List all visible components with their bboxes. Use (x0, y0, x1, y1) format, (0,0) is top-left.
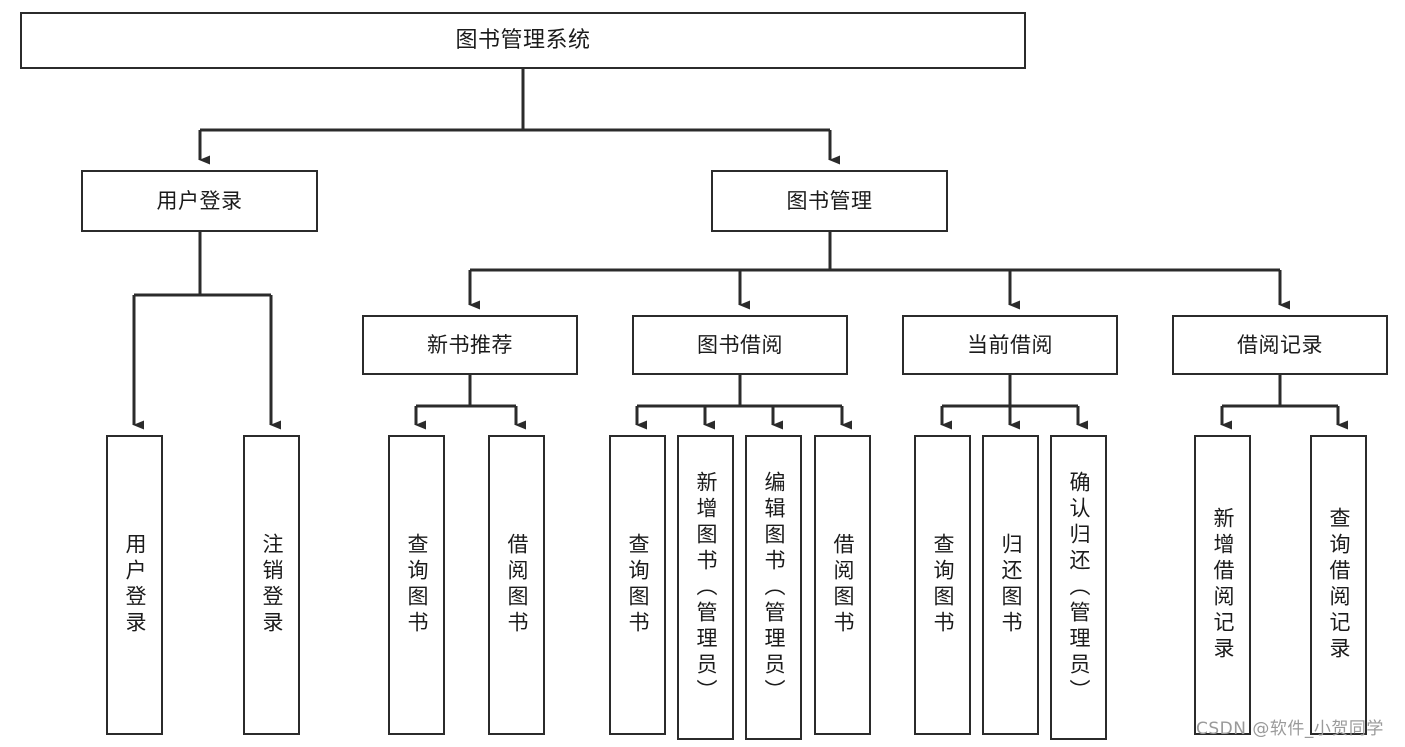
node-leaf-add-book-label: 新增图书（管理员） (694, 470, 718, 705)
node-leaf-logout[interactable]: 注销登录 (243, 435, 300, 735)
node-leaf-edit-book[interactable]: 编辑图书（管理员） (745, 435, 802, 740)
node-book-borrow[interactable]: 图书借阅 (632, 315, 848, 375)
node-leaf-borrow-book-2[interactable]: 借阅图书 (814, 435, 871, 735)
node-user-login-label: 用户登录 (156, 188, 243, 213)
node-book-manage-label: 图书管理 (786, 188, 873, 213)
node-leaf-borrow-book-1[interactable]: 借阅图书 (488, 435, 545, 735)
node-new-book-recommend-label: 新书推荐 (427, 332, 513, 357)
node-borrow-record[interactable]: 借阅记录 (1172, 315, 1388, 375)
node-book-borrow-label: 图书借阅 (697, 332, 783, 357)
csdn-watermark: CSDN @软件_小贺同学 (1196, 719, 1384, 739)
node-user-login[interactable]: 用户登录 (81, 170, 318, 232)
node-leaf-user-login-label: 用户登录 (123, 533, 147, 637)
node-leaf-confirm-return[interactable]: 确认归还（管理员） (1050, 435, 1107, 740)
node-leaf-user-login[interactable]: 用户登录 (106, 435, 163, 735)
node-book-manage[interactable]: 图书管理 (711, 170, 948, 232)
node-leaf-edit-book-label: 编辑图书（管理员） (762, 470, 786, 705)
node-borrow-record-label: 借阅记录 (1237, 332, 1323, 357)
node-leaf-borrow-book-1-label: 借阅图书 (505, 533, 529, 637)
node-leaf-query-book-3[interactable]: 查询图书 (914, 435, 971, 735)
node-leaf-return-book[interactable]: 归还图书 (982, 435, 1039, 735)
node-root-system[interactable]: 图书管理系统 (20, 12, 1026, 69)
node-leaf-add-record-label: 新增借阅记录 (1211, 507, 1235, 663)
node-new-book-recommend[interactable]: 新书推荐 (362, 315, 578, 375)
node-leaf-query-book-2-label: 查询图书 (626, 533, 650, 637)
node-leaf-logout-label: 注销登录 (260, 533, 284, 637)
node-leaf-query-book-1-label: 查询图书 (405, 533, 429, 637)
node-leaf-query-book-1[interactable]: 查询图书 (388, 435, 445, 735)
node-leaf-query-book-3-label: 查询图书 (931, 533, 955, 637)
node-leaf-add-record[interactable]: 新增借阅记录 (1194, 435, 1251, 735)
node-current-borrow[interactable]: 当前借阅 (902, 315, 1118, 375)
node-leaf-confirm-return-label: 确认归还（管理员） (1067, 470, 1091, 705)
node-leaf-query-book-2[interactable]: 查询图书 (609, 435, 666, 735)
node-leaf-return-book-label: 归还图书 (999, 533, 1023, 637)
node-root-system-label: 图书管理系统 (455, 27, 591, 53)
node-leaf-borrow-book-2-label: 借阅图书 (831, 533, 855, 637)
node-leaf-add-book[interactable]: 新增图书（管理员） (677, 435, 734, 740)
node-leaf-query-record[interactable]: 查询借阅记录 (1310, 435, 1367, 735)
node-leaf-query-record-label: 查询借阅记录 (1327, 507, 1351, 663)
node-current-borrow-label: 当前借阅 (967, 332, 1053, 357)
